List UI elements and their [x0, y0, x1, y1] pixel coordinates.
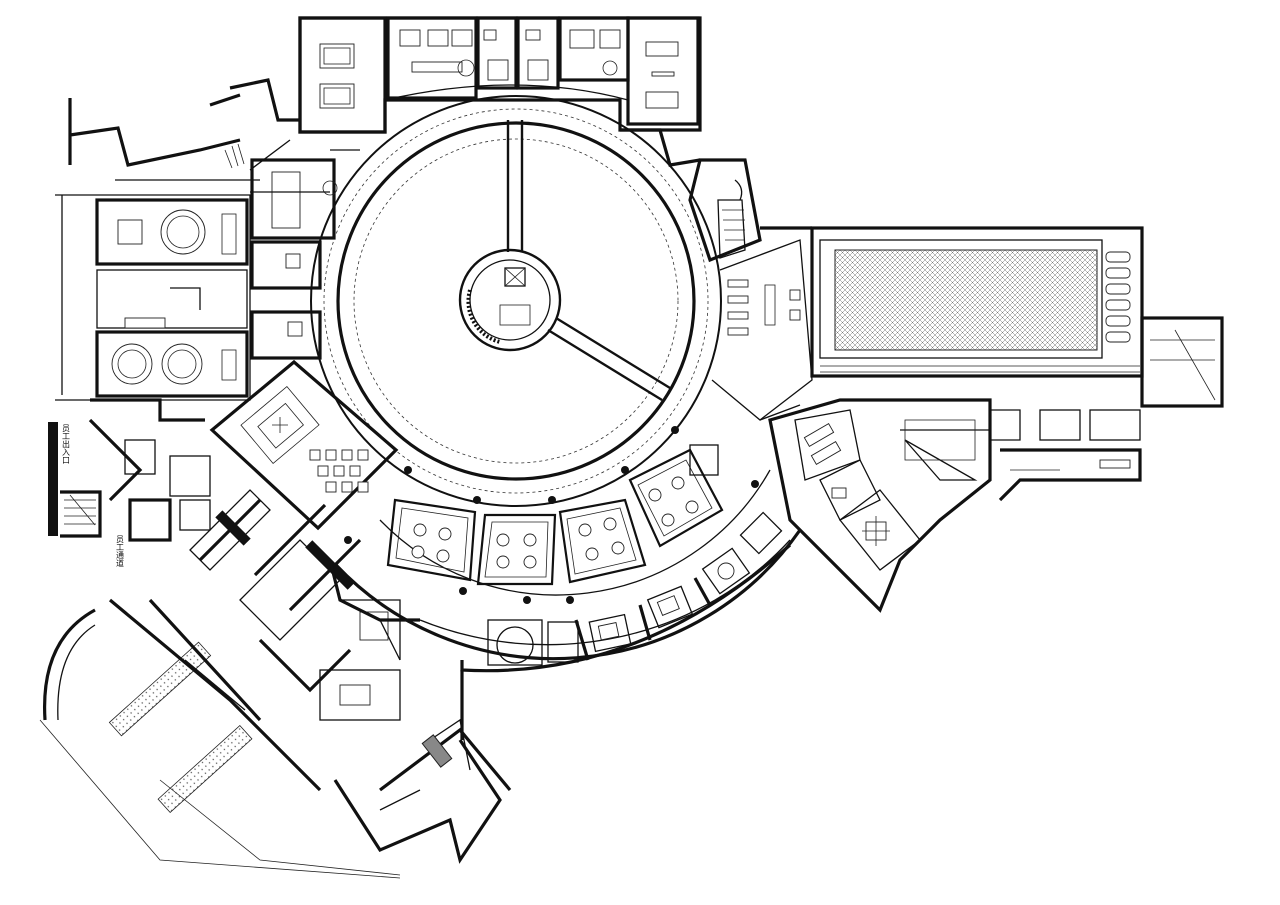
north-wing — [298, 16, 702, 134]
plaza-dotted-walk-2 — [157, 724, 253, 814]
dining-pod-2 — [476, 513, 557, 586]
core-stair — [499, 304, 531, 326]
south-annex — [333, 670, 512, 864]
northwest-entry — [68, 78, 300, 181]
west-wing-outline — [55, 194, 251, 401]
core-elevator — [504, 267, 526, 287]
southeast-spa — [768, 398, 1142, 613]
central-core-inner — [469, 259, 551, 341]
treatment-room-1 — [794, 409, 861, 481]
bridge-southeast — [547, 316, 671, 402]
meeting-room-north-3 — [476, 16, 560, 90]
south-entrance — [487, 619, 543, 666]
southwest-back-of-house — [88, 398, 401, 721]
southwest-function-rooms — [209, 359, 399, 531]
ring-edge-south — [460, 543, 792, 673]
core-elevator-cross — [504, 267, 526, 287]
sw-lounge-ceiling — [240, 386, 320, 464]
ring-lounge-seating — [547, 511, 783, 663]
meeting-room-north-1 — [298, 16, 387, 134]
nw-stair-wall — [209, 78, 300, 122]
treatment-room-3 — [839, 489, 921, 571]
sw-lounge-outline — [209, 359, 399, 531]
pod-cabinet — [689, 444, 719, 476]
pool-deck — [819, 239, 1103, 359]
connector-walls — [250, 128, 801, 661]
plaza-dotted-walk-1 — [108, 641, 212, 737]
dining-pod-3 — [558, 498, 647, 584]
gym-room — [711, 239, 813, 421]
central-rotunda — [310, 95, 759, 604]
core-spiral-stair — [466, 289, 501, 344]
treatment-room-2 — [819, 459, 881, 521]
west-meeting-block — [250, 158, 338, 360]
meeting-room-north-5 — [626, 16, 700, 126]
ring-outer-wall — [334, 529, 802, 661]
outer-ring-band — [334, 469, 802, 673]
ring-inner-wall — [379, 469, 771, 596]
nw-ramp — [115, 139, 291, 181]
rotunda-dashed-ring-outer — [323, 108, 709, 494]
perimeter-columns — [344, 426, 759, 604]
private-dining-room-west-2 — [95, 330, 249, 398]
rotunda-outer-ring — [310, 95, 722, 507]
plaza-curve-inner — [57, 624, 96, 721]
gym-equipment — [727, 279, 801, 336]
southwest-plaza — [39, 598, 401, 879]
sw-lounge-seating — [309, 449, 369, 493]
nw-boundary-wall — [68, 98, 241, 167]
spa-outline — [768, 398, 992, 613]
pool-glazing — [820, 365, 1140, 373]
bridge-north — [506, 120, 524, 252]
west-wing — [55, 194, 251, 401]
nw-steps — [224, 143, 245, 169]
meeting-room-north-2 — [386, 16, 478, 100]
dining-pod-1 — [386, 498, 477, 582]
pool-hall — [810, 226, 1144, 378]
private-dining-room-west-1 — [95, 198, 249, 266]
side-label-1: 员工出入口 — [62, 424, 71, 464]
dining-pod-4 — [628, 448, 724, 548]
meeting-room-north-4 — [558, 16, 630, 82]
pool-loungers — [1105, 251, 1131, 343]
north-corridor-arc — [384, 84, 629, 101]
entrance-revolving-door — [496, 626, 534, 664]
staff-stair: 员工出入口 员工通道 — [48, 422, 125, 568]
rotunda-dashed-ring-inner — [353, 138, 679, 464]
east-stair-tower — [1140, 316, 1224, 408]
plaza-curve — [42, 608, 96, 721]
private-dining-pods — [386, 444, 724, 586]
side-label-2: 员工通道 — [116, 535, 125, 568]
central-core-outer — [458, 248, 562, 352]
swimming-pool — [834, 249, 1098, 351]
east-pool-wing — [688, 158, 1224, 421]
west-corridor-service — [96, 269, 248, 329]
ne-stair-block — [688, 158, 762, 263]
rotunda-inner-wall — [336, 121, 696, 481]
